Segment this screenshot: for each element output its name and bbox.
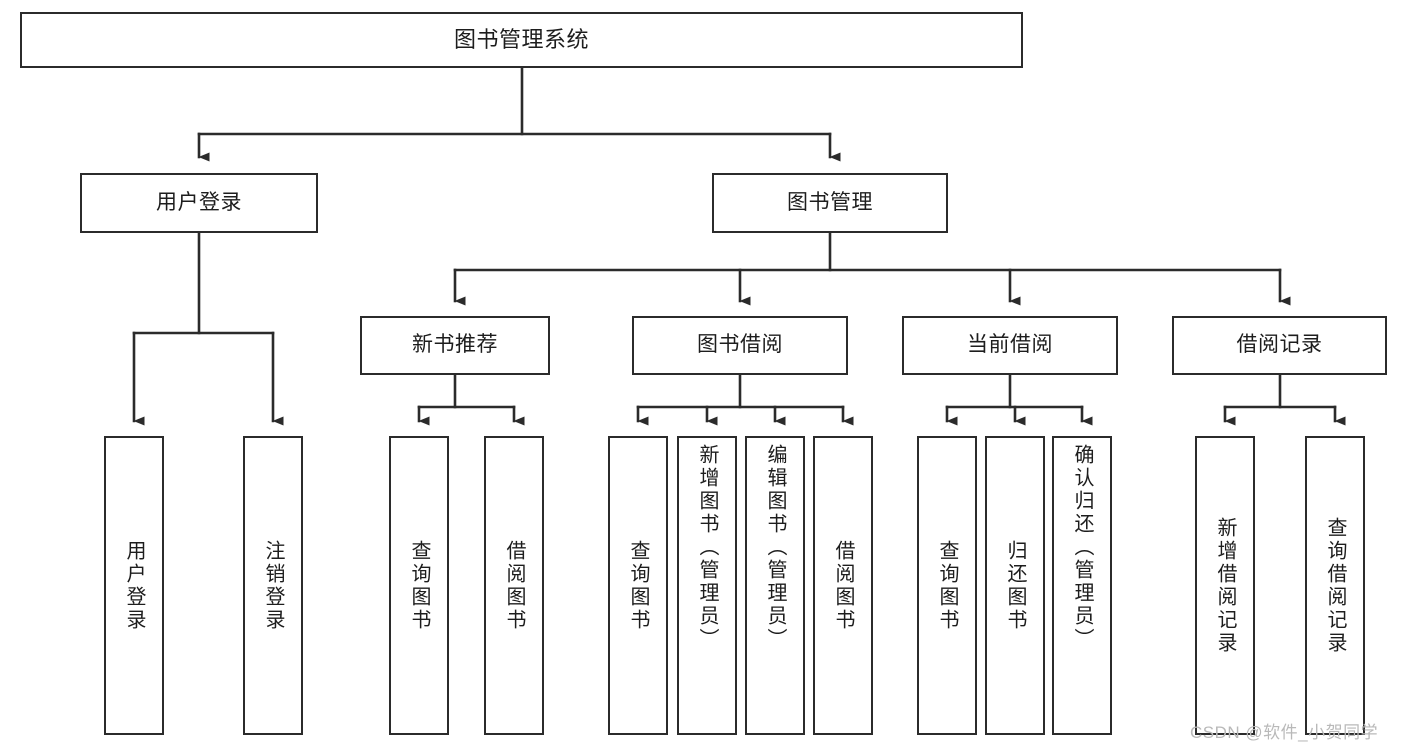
node-borrow-record-label: 借阅记录 (1236, 333, 1323, 357)
node-leaf-borrow-book-2-label: 借阅图书 (832, 539, 854, 632)
node-leaf-logout[interactable]: 注销登录 (243, 436, 303, 735)
node-user-login[interactable]: 用户登录 (80, 173, 318, 233)
node-leaf-add-book-label: 新增图书（管理员） (696, 444, 718, 651)
node-leaf-confirm-return-label: 确认归还（管理员） (1071, 444, 1093, 651)
node-leaf-user-login[interactable]: 用户登录 (104, 436, 164, 735)
node-leaf-add-book[interactable]: 新增图书（管理员） (677, 436, 737, 735)
node-book-borrow-label: 图书借阅 (697, 333, 783, 357)
node-book-management-label: 图书管理 (787, 190, 873, 214)
node-user-login-label: 用户登录 (156, 190, 242, 214)
csdn-watermark: CSDN @软件_小贺同学 (1190, 723, 1379, 742)
node-new-book-recommendation-label: 新书推荐 (412, 333, 498, 357)
node-leaf-edit-book[interactable]: 编辑图书（管理员） (745, 436, 805, 735)
node-book-borrow[interactable]: 图书借阅 (632, 316, 848, 375)
node-leaf-user-login-label: 用户登录 (123, 539, 145, 632)
node-current-borrow-label: 当前借阅 (967, 333, 1053, 357)
node-leaf-return-book[interactable]: 归还图书 (985, 436, 1045, 735)
node-leaf-query-book-2-label: 查询图书 (627, 539, 649, 632)
node-leaf-query-record-label: 查询借阅记录 (1324, 516, 1346, 655)
node-root-label: 图书管理系统 (453, 27, 589, 53)
node-leaf-query-book-1-label: 查询图书 (408, 539, 430, 632)
node-leaf-borrow-book-1[interactable]: 借阅图书 (484, 436, 544, 735)
node-leaf-logout-label: 注销登录 (262, 539, 284, 632)
node-leaf-edit-book-label: 编辑图书（管理员） (764, 444, 786, 651)
node-leaf-query-book-3-label: 查询图书 (936, 539, 958, 632)
node-leaf-confirm-return[interactable]: 确认归还（管理员） (1052, 436, 1112, 735)
node-current-borrow[interactable]: 当前借阅 (902, 316, 1118, 375)
node-new-book-recommendation[interactable]: 新书推荐 (360, 316, 550, 375)
node-leaf-query-book-3[interactable]: 查询图书 (917, 436, 977, 735)
node-leaf-query-record[interactable]: 查询借阅记录 (1305, 436, 1365, 735)
node-leaf-query-book-2[interactable]: 查询图书 (608, 436, 668, 735)
node-leaf-query-book-1[interactable]: 查询图书 (389, 436, 449, 735)
node-leaf-borrow-book-2[interactable]: 借阅图书 (813, 436, 873, 735)
node-leaf-add-record-label: 新增借阅记录 (1214, 516, 1236, 655)
node-borrow-record[interactable]: 借阅记录 (1172, 316, 1387, 375)
node-leaf-return-book-label: 归还图书 (1004, 539, 1026, 632)
node-leaf-add-record[interactable]: 新增借阅记录 (1195, 436, 1255, 735)
node-leaf-borrow-book-1-label: 借阅图书 (503, 539, 525, 632)
node-book-management[interactable]: 图书管理 (712, 173, 948, 233)
node-root[interactable]: 图书管理系统 (20, 12, 1023, 68)
